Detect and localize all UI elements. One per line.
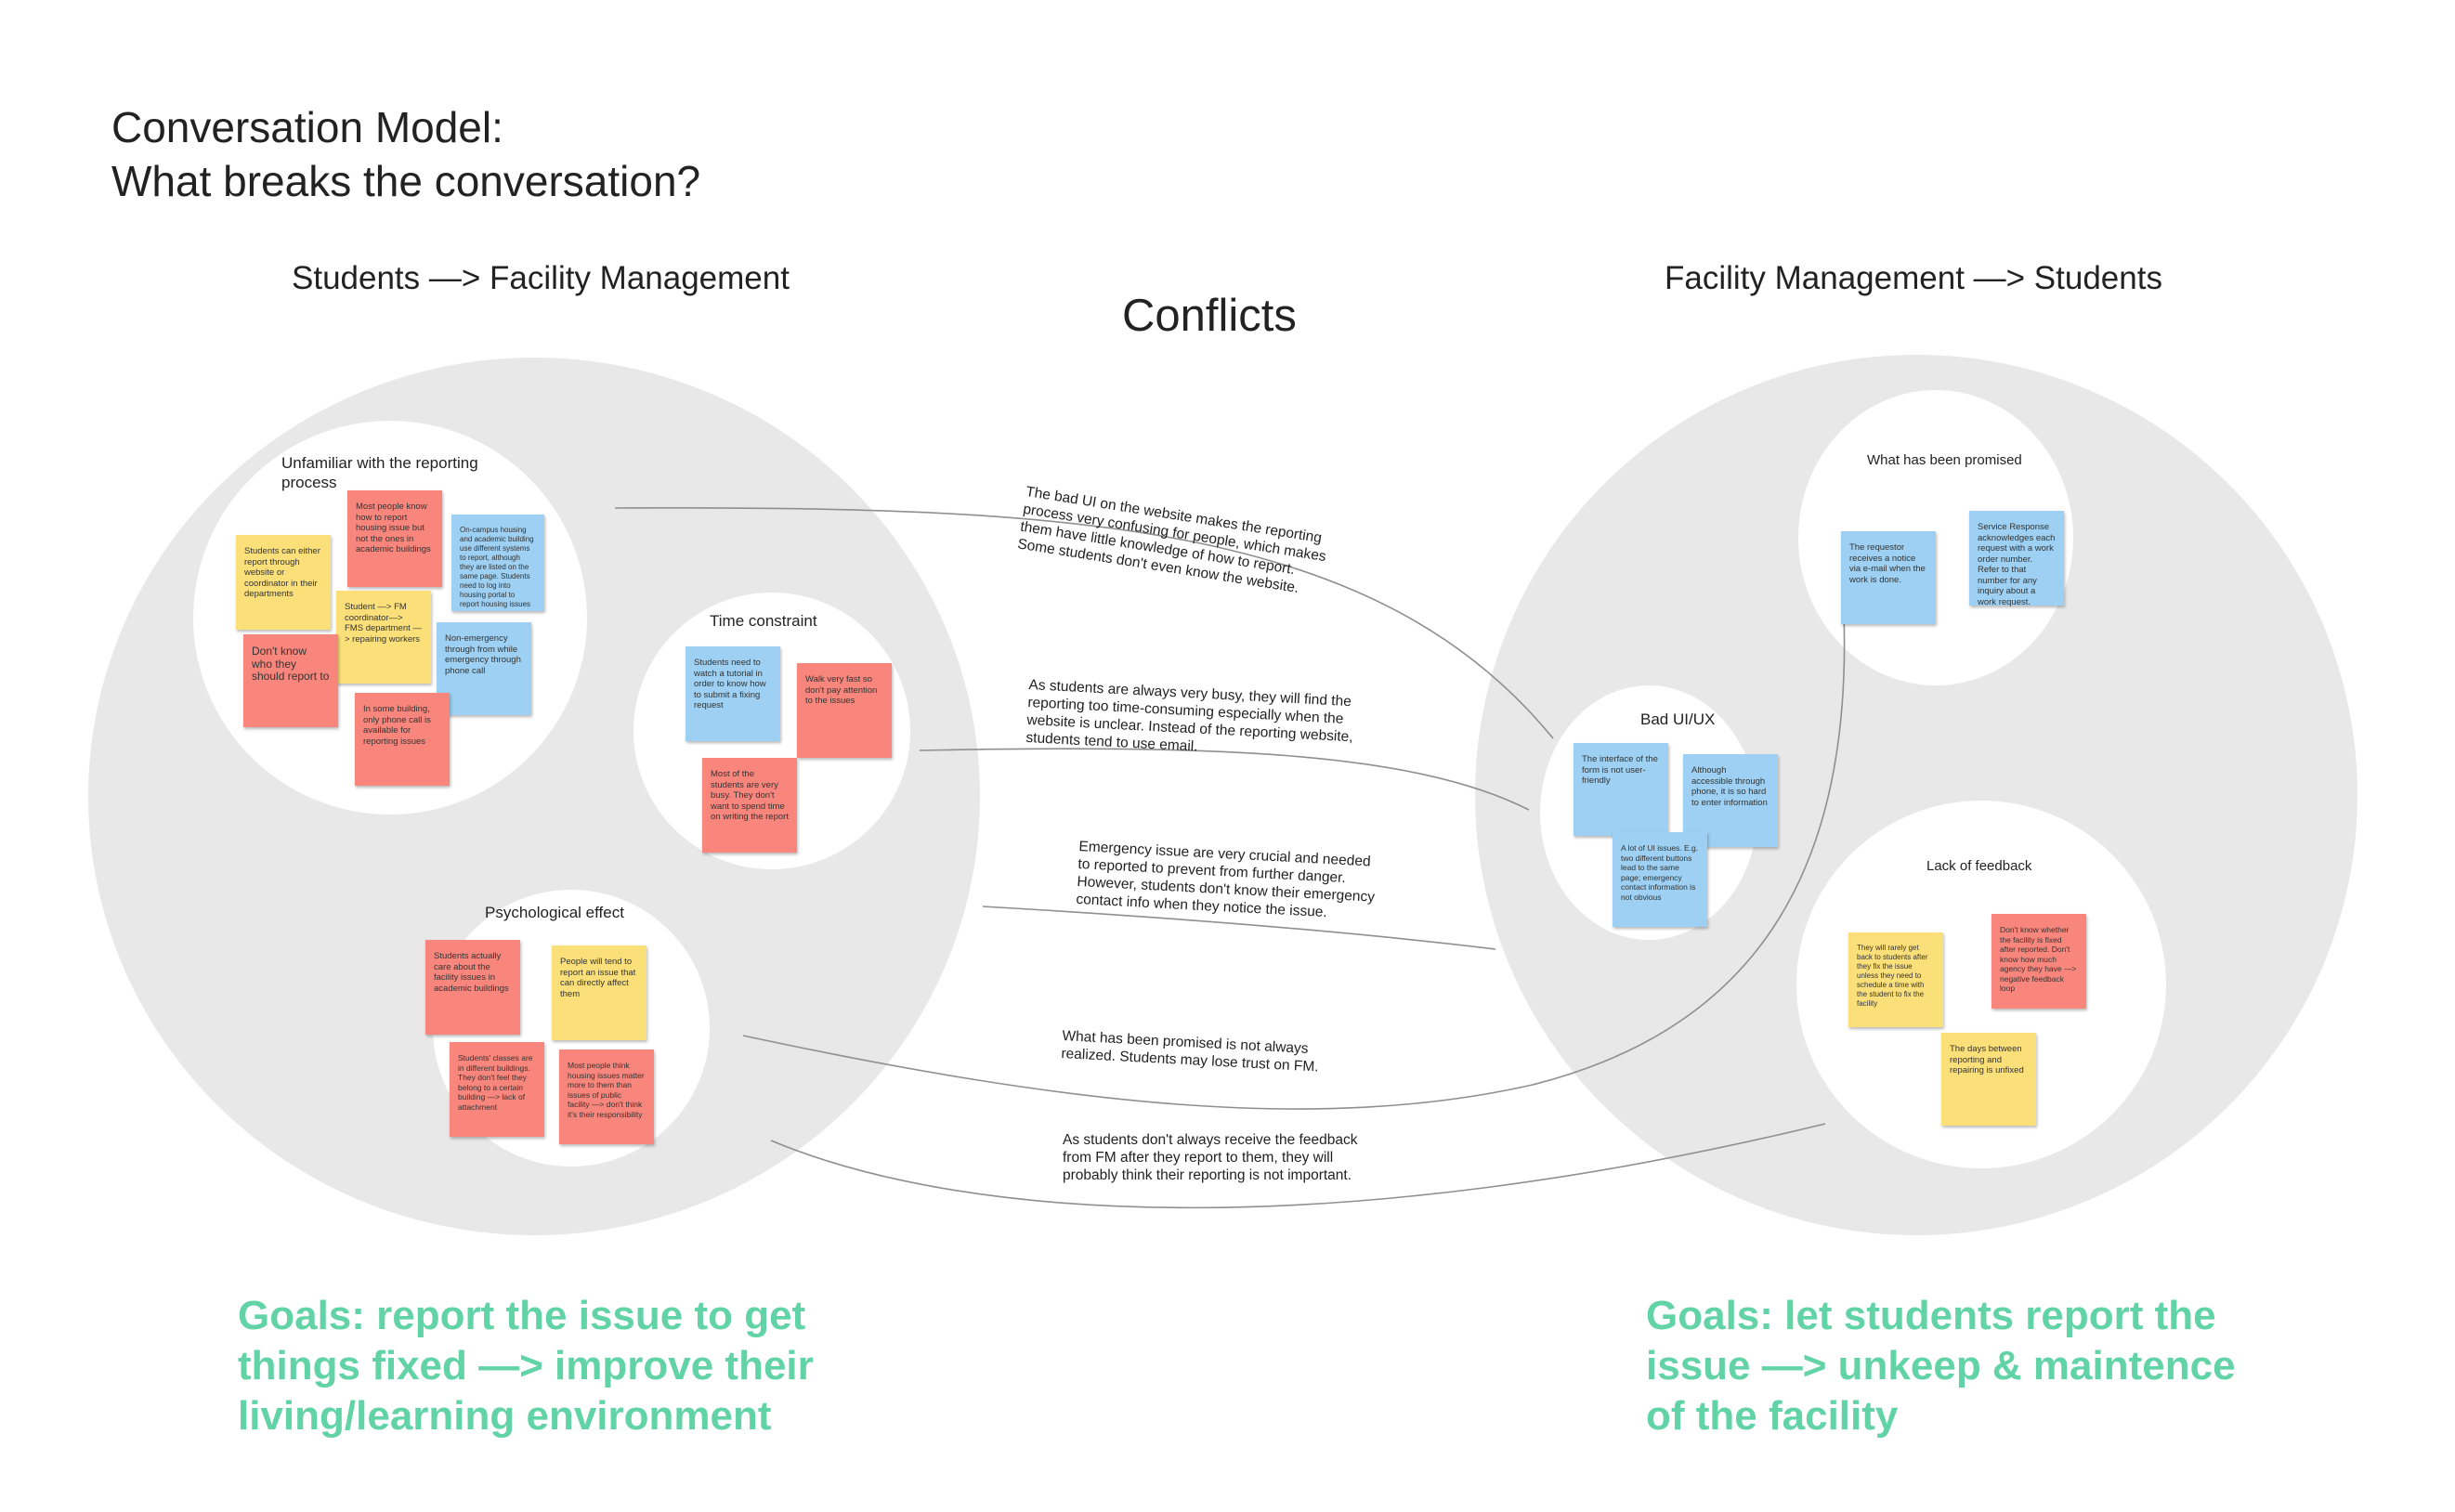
sticky-note: Non-emergency through from while emergen… bbox=[437, 622, 531, 715]
sticky-note: On-campus housing and academic building … bbox=[451, 515, 544, 611]
page-title: Conversation Model: What breaks the conv… bbox=[111, 100, 700, 208]
connector-emergency bbox=[982, 906, 1496, 950]
sticky-note: The interface of the form is not user-fr… bbox=[1574, 743, 1668, 836]
heading-students-to-fm: Students —> Facility Management bbox=[292, 260, 790, 296]
sticky-note: Student —> FM coordinator—> FMS departme… bbox=[336, 591, 431, 684]
sticky-note: Students need to watch a tutorial in ord… bbox=[686, 646, 780, 741]
title-line-2: What breaks the conversation? bbox=[111, 157, 701, 205]
sticky-note: In some building, only phone call is ava… bbox=[355, 693, 450, 786]
connector-ui bbox=[614, 507, 1554, 739]
conflict-text-feedback: As students don't always receive the fee… bbox=[1063, 1132, 1358, 1183]
sticky-note: The days between reporting and repairing… bbox=[1941, 1033, 2036, 1126]
goal-students: Goals: report the issue to get things fi… bbox=[238, 1293, 814, 1439]
sticky-note: Walk very fast so don't pay attention to… bbox=[797, 663, 892, 758]
sticky-note: Students can either report through websi… bbox=[236, 535, 331, 630]
connector-promise bbox=[742, 612, 1846, 1110]
sticky-note: Although accessible through phone, it is… bbox=[1683, 754, 1778, 847]
sticky-note: Students' classes are in different build… bbox=[450, 1042, 544, 1137]
sticky-note: Don't know who they should report to bbox=[243, 634, 338, 727]
sticky-note: A lot of UI issues. E.g. two different b… bbox=[1613, 832, 1707, 927]
sticky-note: Most people know how to report housing i… bbox=[347, 490, 442, 587]
connector-time bbox=[919, 748, 1530, 811]
heading-fm-to-students: Facility Management —> Students bbox=[1665, 260, 2162, 296]
group-label-promised: What has been promised bbox=[1867, 452, 2022, 468]
group-label-psych: Psychological effect bbox=[485, 904, 624, 921]
group-label-unfamiliar: Unfamiliar with the reporting process bbox=[281, 454, 478, 491]
group-label-time: Time constraint bbox=[710, 612, 817, 630]
group-label-bad-ui: Bad UI/UX bbox=[1640, 710, 1716, 728]
sticky-note: Don't know whether the facility is fixed… bbox=[1991, 914, 2086, 1009]
title-line-1: Conversation Model: bbox=[111, 103, 503, 151]
sticky-note: The requestor receives a notice via e-ma… bbox=[1841, 531, 1936, 624]
sticky-note: Students actually care about the facilit… bbox=[425, 940, 520, 1035]
sticky-note: Service Response acknowledges each reque… bbox=[1969, 511, 2064, 607]
goal-fm: Goals: let students report the issue —> … bbox=[1646, 1293, 2236, 1439]
sticky-note: They will rarely get back to students af… bbox=[1848, 932, 1943, 1027]
connector-feedback bbox=[770, 1123, 1826, 1209]
sticky-note: Most people think housing issues matter … bbox=[559, 1049, 654, 1144]
sticky-note: People will tend to report an issue that… bbox=[552, 945, 646, 1040]
sticky-note: Most of the students are very busy. They… bbox=[702, 758, 797, 853]
group-label-feedback: Lack of feedback bbox=[1926, 858, 2032, 874]
heading-conflicts: Conflicts bbox=[1122, 291, 1297, 341]
